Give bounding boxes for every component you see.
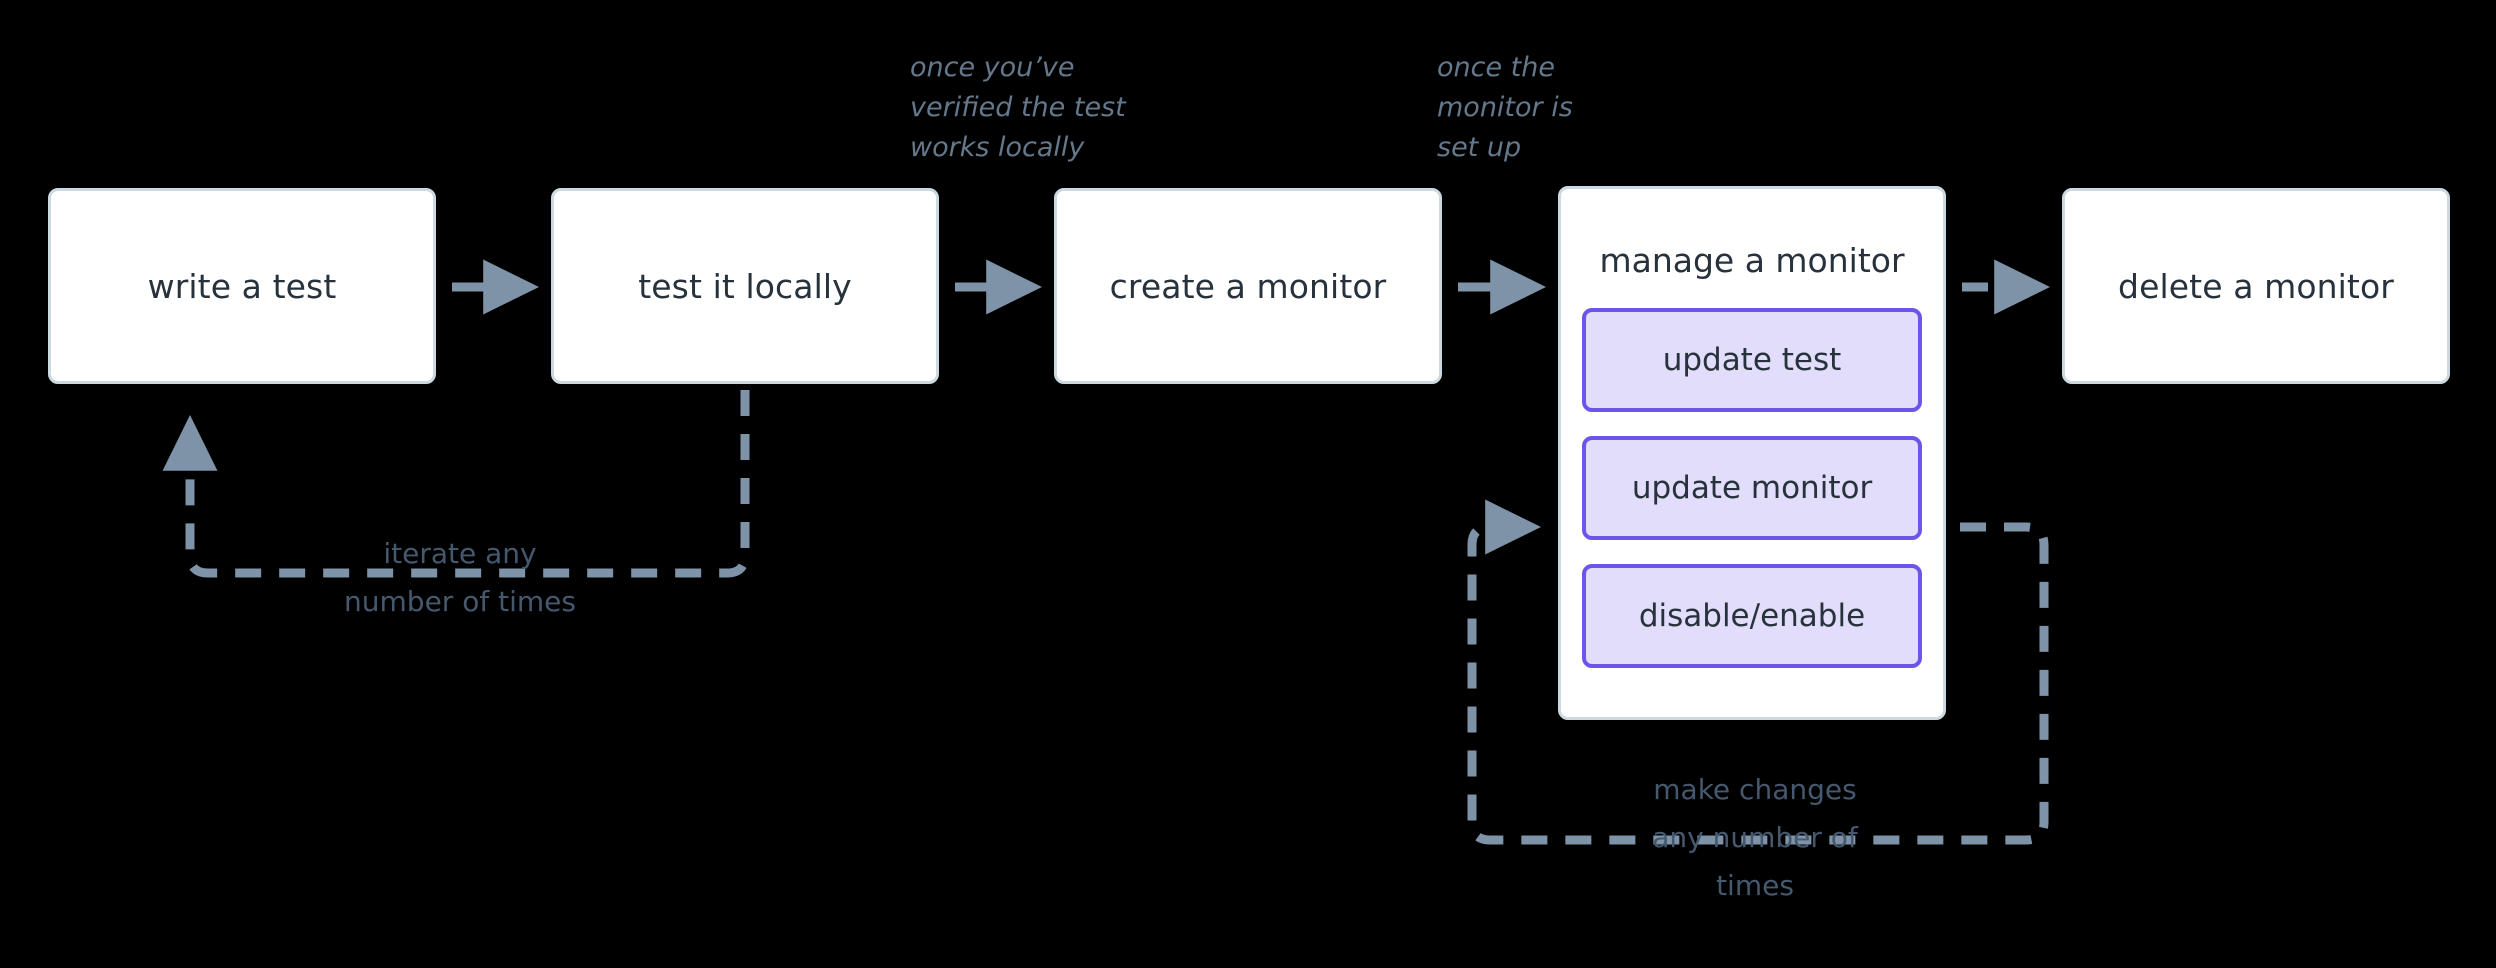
- node-label: write a test: [147, 266, 337, 306]
- sub-node-label: disable/enable: [1638, 598, 1866, 634]
- node-manage-a-monitor[interactable]: manage a monitor update test update moni…: [1558, 186, 1946, 720]
- loop-note-iterate: iterate any number of times: [344, 537, 576, 618]
- sub-node-update-test[interactable]: update test: [1582, 308, 1922, 412]
- edge-note-verified: once you’ve verified the test works loca…: [910, 52, 1126, 163]
- node-delete-a-monitor[interactable]: delete a monitor: [2062, 188, 2450, 384]
- node-test-it-locally[interactable]: test it locally: [551, 188, 939, 384]
- node-label: test it locally: [638, 266, 852, 306]
- edge-note-monitor-set-up: once the monitor is set up: [1437, 52, 1573, 163]
- sub-node-label: update test: [1662, 342, 1842, 378]
- group-title: manage a monitor: [1599, 241, 1905, 280]
- loop-note-make-changes: make changes any number of times: [1652, 773, 1858, 902]
- node-write-a-test[interactable]: write a test: [48, 188, 436, 384]
- node-label: create a monitor: [1109, 266, 1387, 306]
- node-label: delete a monitor: [2118, 266, 2394, 306]
- sub-node-disable-enable[interactable]: disable/enable: [1582, 564, 1922, 668]
- node-create-a-monitor[interactable]: create a monitor: [1054, 188, 1442, 384]
- sub-node-update-monitor[interactable]: update monitor: [1582, 436, 1922, 540]
- sub-node-label: update monitor: [1631, 470, 1873, 506]
